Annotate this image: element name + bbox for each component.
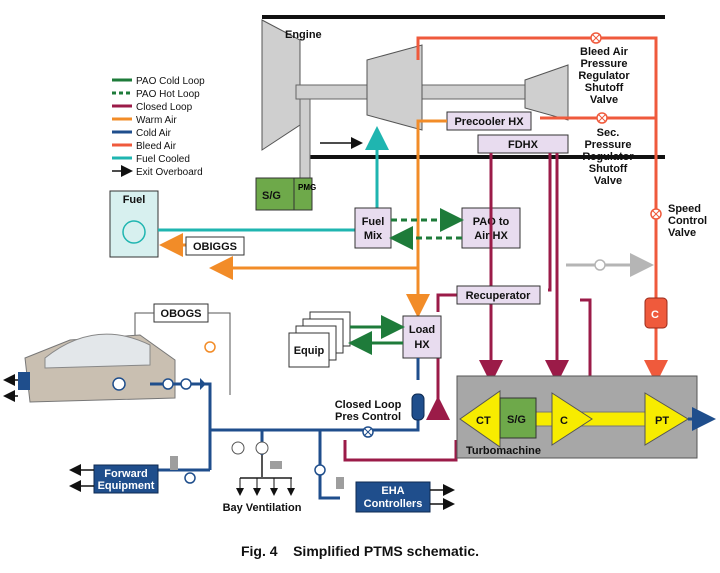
turbomachine-label: Turbomachine [466,445,541,457]
fwd-valve [184,472,196,484]
legend-label-closed-loop: Closed Loop [136,102,193,113]
legend-label-bleed-air: Bleed Air [136,141,177,152]
eha-label-2: Controllers [364,498,423,510]
pao-cold-loop [348,315,405,355]
bleed-valve-label-4: Shutoff [585,82,624,94]
engine-label: Engine [285,29,322,41]
sec-valve-label-2: Pressure [584,139,631,151]
load-hx-label-1: Load [409,324,435,336]
sec-valve-label-1: Sec. [597,127,620,139]
cockpit-valves [112,377,206,391]
c-label: C [560,415,568,427]
speed-valve-label-2: Control [668,215,707,227]
engine: Engine [261,15,665,180]
pmg-label: PMG [298,183,316,192]
sec-valve-label-4: Shutoff [589,163,628,175]
cockpit-illustration [18,333,176,403]
closed-loop-pres-control-valve [362,426,374,438]
warm-air-lines [159,119,447,318]
fdhx [477,134,569,154]
sg-turbo-label: S/G [507,414,526,426]
fdhx-label: FDHX [508,139,539,151]
pres-control-label-1: Closed Loop [335,399,402,411]
load-hx-label-2: HX [414,339,430,351]
speed-valve-label-1: Speed [668,203,701,215]
legend-label-fuel-cooled: Fuel Cooled [136,154,190,165]
pmg-box [293,177,313,211]
fuel-tank-label: Fuel [123,194,146,206]
pres-control-label-2: Pres Control [335,411,401,423]
load-hx [402,315,442,359]
eha-sensor [336,477,344,489]
eha-controllers [355,481,431,513]
legend-label-warm-air: Warm Air [136,115,177,126]
c-stage [551,392,593,446]
obiggs-label: OBIGGS [193,241,237,253]
legend-label-pao-hot: PAO Hot Loop [136,89,200,100]
pt-stage [644,392,689,446]
bleed-valve-label-5: Valve [590,94,618,106]
bleed-compressor [644,297,668,329]
gray-bypass-valve [594,259,606,271]
forward-equipment [93,464,159,494]
pao-hot-loop [389,208,464,250]
engine-accessory-shaft [299,98,311,180]
fuel-mix-label-2: Mix [364,230,383,242]
bleed-valve-label-2: Pressure [580,58,627,70]
fuel-tank [109,190,159,258]
closed-loop-accumulator [411,393,425,421]
forward-equipment-label-2: Equipment [98,480,155,492]
legend-label-pao-cold: PAO Cold Loop [136,76,205,87]
obogs-line-right [208,312,231,395]
equip-stack [288,311,351,368]
forward-equipment-label-1: Forward [104,468,147,480]
fuel-pump-icon [122,220,146,244]
speed-control-valve: Speed Control Valve [650,203,707,239]
recuperator-label: Recuperator [466,290,532,302]
engine-turbine [524,64,569,121]
equip-label: Equip [294,345,325,357]
engine-compressor [366,44,423,131]
bleed-compressor-label: C [651,309,659,321]
bay-ventilation [231,441,295,496]
legend-label-cold-air: Cold Air [136,128,172,139]
sec-valve-label-5: Valve [594,175,622,187]
sg-turbo [499,397,537,439]
fuel-mix-label-1: Fuel [362,216,385,228]
pt-label: PT [655,415,669,427]
fuel-mix [354,207,392,249]
ct-label: CT [476,415,491,427]
legend: PAO Cold Loop PAO Hot Loop Closed Loop W… [112,76,205,178]
obogs-warm-valve [204,341,216,353]
sec-pressure-valve: Sec. Pressure Regulator Shutoff Valve [582,112,634,187]
bleed-valve-label-1: Bleed Air [580,46,629,58]
sg-label: S/G [262,190,281,202]
closed-loop-lines [343,153,602,462]
speed-valve-label-3: Valve [668,227,696,239]
figure-caption: Fig. 4 Simplified PTMS schematic. [241,543,479,559]
bleed-valve-label-3: Regulator [578,70,630,82]
fwd-sensor [170,456,178,470]
sec-valve-label-3: Regulator [582,151,634,163]
recuperator [456,285,541,305]
legend-label-exit-overboard: Exit Overboard [136,167,203,178]
obogs-label: OBOGS [161,308,202,320]
bleed-air-valve: Bleed Air Pressure Regulator Shutoff Val… [578,32,630,106]
bay-ventilation-label: Bay Ventilation [223,502,302,514]
eha-label-1: EHA [381,485,404,497]
obiggs [185,236,245,256]
eha-valve [314,464,326,476]
fuel-cooled-line [158,126,389,232]
precooler-label: Precooler HX [454,116,524,128]
